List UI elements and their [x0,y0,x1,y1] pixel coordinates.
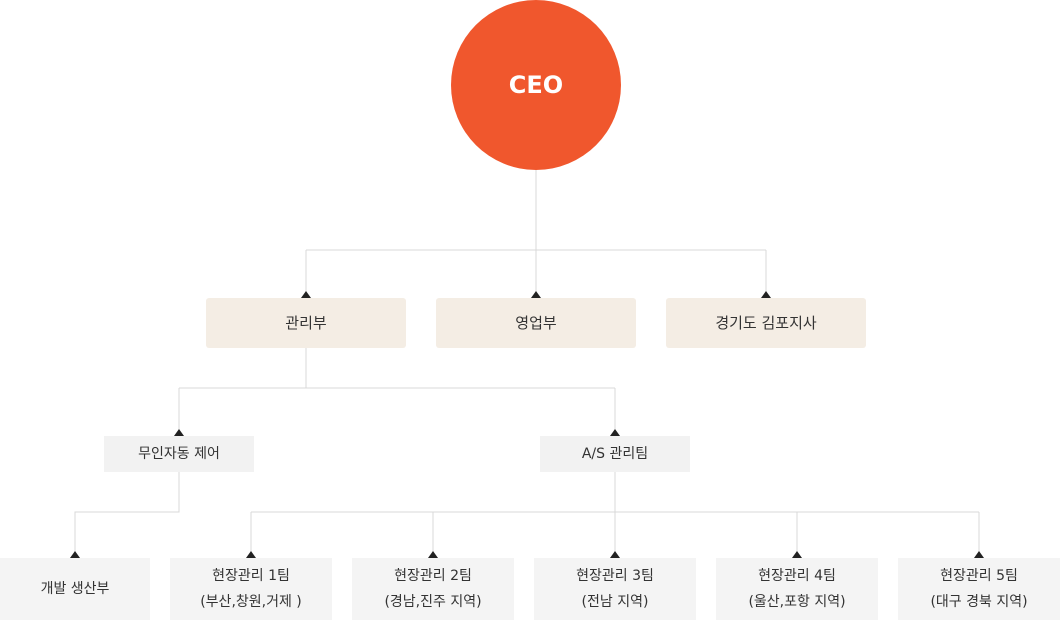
team-line2: (울산,포항 지역) [748,594,846,610]
dept-gimpo-label: 경기도 김포지사 [715,314,817,332]
division-auto-label: 무인자동 제어 [138,446,220,462]
team-line1: 현장관리 4팀 [758,568,836,584]
team-dev-production: 개발 생산부 [0,558,150,620]
arrow-up-icon [428,551,438,558]
team-field-5: 현장관리 5팀 (대구 경북 지역) [898,558,1060,620]
ceo-node: CEO [451,0,621,170]
team-line2: (부산,창원,거제 ) [200,594,302,610]
arrow-up-icon [974,551,984,558]
arrow-up-icon [761,291,771,298]
team-line1: 현장관리 5팀 [940,568,1018,584]
ceo-label: CEO [508,71,564,99]
team-line2: (경남,진주 지역) [384,594,482,610]
division-as-team: A/S 관리팀 [540,436,690,472]
team-field-2: 현장관리 2팀 (경남,진주 지역) [352,558,514,620]
team-line1: 현장관리 2팀 [394,568,472,584]
arrow-up-icon [301,291,311,298]
dept-sales-label: 영업부 [515,314,557,332]
arrow-up-icon [610,429,620,436]
team-line1: 개발 생산부 [40,581,110,597]
team-line1: 현장관리 3팀 [576,568,654,584]
connector-auto [74,472,180,552]
dept-admin-label: 관리부 [285,314,327,332]
team-field-3: 현장관리 3팀 (전남 지역) [534,558,696,620]
arrow-up-icon [610,551,620,558]
dept-sales: 영업부 [436,298,636,348]
team-field-4: 현장관리 4팀 (울산,포항 지역) [716,558,878,620]
dept-admin: 관리부 [206,298,406,348]
arrow-up-icon [70,551,80,558]
arrow-up-icon [174,429,184,436]
dept-gimpo-branch: 경기도 김포지사 [666,298,866,348]
arrow-up-icon [246,551,256,558]
team-field-1: 현장관리 1팀 (부산,창원,거제 ) [170,558,332,620]
arrow-up-icon [531,291,541,298]
arrow-up-icon [792,551,802,558]
team-line2: (전남 지역) [581,594,649,610]
division-as-label: A/S 관리팀 [581,446,649,462]
team-line2: (대구 경북 지역) [930,594,1028,610]
division-auto-control: 무인자동 제어 [104,436,254,472]
team-line1: 현장관리 1팀 [212,568,290,584]
